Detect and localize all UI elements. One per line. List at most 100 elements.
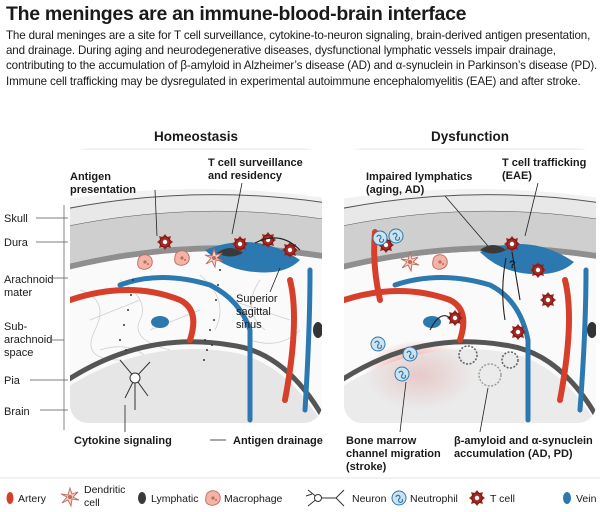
right-lymphatic-vessel xyxy=(480,245,506,254)
callout-leader-bone-marrow xyxy=(399,381,407,433)
vein-icon xyxy=(563,492,571,504)
left-macrophage-2 xyxy=(174,250,190,266)
legend-label-tcell: T cell xyxy=(490,493,515,505)
right-tcell-3 xyxy=(529,261,547,279)
callout-bone-marrow-3: (stroke) xyxy=(346,461,387,473)
callout-impaired-lymphatics-1: Impaired lymphatics xyxy=(366,171,472,183)
layer-label-space: space xyxy=(4,347,33,359)
callout-leader-impaired xyxy=(444,195,489,247)
legend-label-artery: Artery xyxy=(18,493,47,505)
right-tcell-4 xyxy=(539,291,557,309)
left-neuron xyxy=(119,359,151,410)
left-antigen-drainage-dots xyxy=(203,269,221,361)
layer-labels: Skull Dura Arachnoid mater Sub- arachnoi… xyxy=(4,205,68,430)
callout-tcell-trafficking-1: T cell trafficking xyxy=(502,157,586,169)
lymphatic-icon xyxy=(138,492,146,504)
left-tcell-4 xyxy=(281,241,299,259)
right-tcell-2 xyxy=(503,235,521,253)
layer-label-mater: mater xyxy=(4,287,32,299)
layer-label-arachnoid-2: arachnoid xyxy=(4,334,52,346)
left-dura xyxy=(70,211,322,266)
right-neutrophil-4 xyxy=(402,346,418,362)
legend-label-lymphatic: Lymphatic xyxy=(151,493,198,505)
dysfunction-panel: ? Dysfunction Impaired lymphatics (aging… xyxy=(344,129,596,473)
left-cytokine-dots xyxy=(119,279,134,351)
callout-leader-tcell xyxy=(231,182,243,235)
tcell-icon xyxy=(468,489,486,507)
right-amyloid-aggregates xyxy=(458,345,519,387)
left-tcell-arrow xyxy=(254,237,301,251)
right-question-mark: ? xyxy=(509,259,516,271)
right-neutrophil-5 xyxy=(394,366,410,382)
homeostasis-heading: Homeostasis xyxy=(154,129,238,144)
left-lymphatic-section xyxy=(313,322,322,338)
layer-label-sub: Sub- xyxy=(4,321,28,333)
layer-label-skull: Skull xyxy=(4,213,28,225)
left-macrophage-1 xyxy=(137,254,153,270)
right-lymphatic-section xyxy=(587,322,596,338)
left-tcell-2 xyxy=(231,235,249,253)
callout-antigen-presentation-1: Antigen xyxy=(70,171,111,183)
legend-item-macrophage: Macrophage xyxy=(205,490,283,506)
callout-tcell-surveillance-2: and residency xyxy=(208,170,283,182)
left-pia xyxy=(70,339,322,423)
figure-intro: The dural meninges are a site for T cell… xyxy=(6,29,598,88)
layer-label-brain: Brain xyxy=(4,406,30,418)
right-vessels xyxy=(344,229,589,423)
right-superior-sagittal-sinus xyxy=(480,244,574,275)
neutrophil-icon xyxy=(391,490,407,506)
right-pia xyxy=(344,339,596,423)
callout-bone-marrow-1: Bone marrow xyxy=(346,435,417,447)
legend-label-macrophage: Macrophage xyxy=(224,493,283,505)
callout-sinus-3: sinus xyxy=(236,319,262,331)
legend-label-neuron: Neuron xyxy=(352,493,387,505)
homeostasis-panel: Homeostasis Antigen presentation T cell … xyxy=(70,129,323,447)
layer-label-pia: Pia xyxy=(4,375,21,387)
left-brain xyxy=(70,349,322,423)
macrophage-icon xyxy=(205,490,221,506)
callout-tcell-surveillance-1: T cell surveillance xyxy=(208,157,303,169)
callout-antigen-drainage: Antigen drainage xyxy=(233,435,323,447)
callout-bone-marrow-2: channel migration xyxy=(346,448,441,460)
legend-item-vein: Vein xyxy=(563,492,597,505)
right-trafficking-arrows xyxy=(429,251,521,331)
callout-amyloid-2: accumulation (AD, PD) xyxy=(454,448,573,460)
left-lymphatic-vessel xyxy=(217,248,243,257)
figure-title: The meninges are an immune-blood-brain i… xyxy=(6,3,467,25)
right-neutrophil-1 xyxy=(372,230,388,246)
callout-leader-sinus xyxy=(269,267,281,293)
legend-label-neutrophil: Neutrophil xyxy=(410,493,458,505)
legend-label-cell: cell xyxy=(84,497,100,509)
layer-label-dura: Dura xyxy=(4,237,29,249)
callout-impaired-lymphatics-2: (aging, AD) xyxy=(366,184,425,196)
callout-leader-amyloid xyxy=(479,387,489,433)
legend-label-vein: Vein xyxy=(576,493,597,505)
right-tcell-6 xyxy=(509,323,527,341)
left-outside-area xyxy=(70,150,322,200)
callout-leader-antigen xyxy=(154,189,158,237)
callout-leader-trafficking xyxy=(524,182,539,237)
left-vein-section xyxy=(151,316,169,328)
callout-sinus-2: sagittal xyxy=(236,306,271,318)
legend-item-artery: Artery xyxy=(6,492,47,505)
right-vein-section xyxy=(423,316,441,328)
right-outside-area xyxy=(344,150,596,200)
right-neutrophil-2 xyxy=(388,228,404,244)
left-vessels xyxy=(70,267,313,423)
layer-label-brackets xyxy=(30,205,68,430)
artery-icon xyxy=(6,492,14,504)
legend-item-neutrophil: Neutrophil xyxy=(391,490,458,506)
callout-sinus-1: Superior xyxy=(236,293,278,305)
callout-tcell-trafficking-2: (EAE) xyxy=(502,170,532,182)
legend-item-tcell: T cell xyxy=(468,489,515,507)
dendritic-cell-icon xyxy=(60,487,80,507)
legend-item-dendritic-cell: Dendritic cell xyxy=(60,484,125,509)
layer-label-arachnoid: Arachnoid xyxy=(4,274,54,286)
callout-amyloid-1: β-amyloid and α-synuclein xyxy=(454,435,593,447)
legend-label-dendritic: Dendritic xyxy=(84,484,125,496)
callout-antigen-presentation-2: presentation xyxy=(70,184,136,196)
legend-item-neuron: Neuron xyxy=(305,489,387,507)
callout-cytokine-signaling: Cytokine signaling xyxy=(74,435,172,447)
neuron-icon xyxy=(305,489,345,507)
